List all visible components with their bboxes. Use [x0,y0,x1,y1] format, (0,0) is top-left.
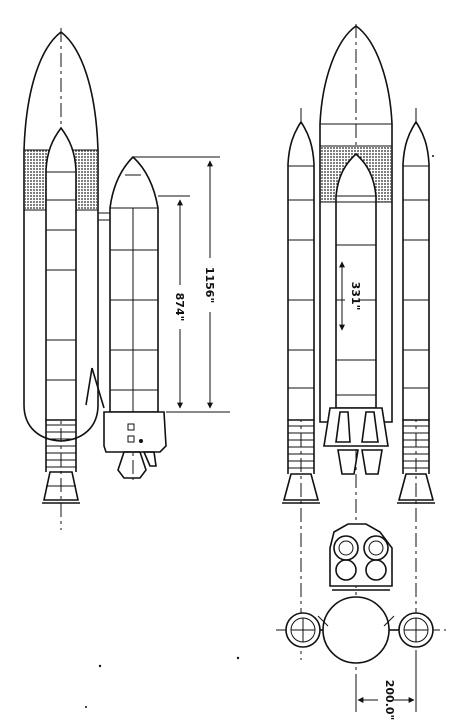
orbiter [85,155,167,479]
plan-view [276,523,446,664]
side-view: 874" 1156" [23,28,230,530]
core-diameter-label: 331" [349,282,362,311]
orbiter-height-label: 874" [173,293,186,322]
front-orbiter [323,152,389,475]
booster-offset-label: 200.0" [383,680,396,720]
front-left-booster [282,120,320,504]
overall-height-dimension: 1156" [133,156,220,409]
front-view: 331" [85,24,446,720]
overall-height-label: 1156" [203,267,216,303]
front-right-booster [397,120,435,504]
orbiter-height-dimension: 874" [158,195,230,413]
booster-offset-dimension: 200.0" [355,650,417,720]
side-booster [42,126,80,504]
core-diameter-dimension: 331" [339,261,362,331]
